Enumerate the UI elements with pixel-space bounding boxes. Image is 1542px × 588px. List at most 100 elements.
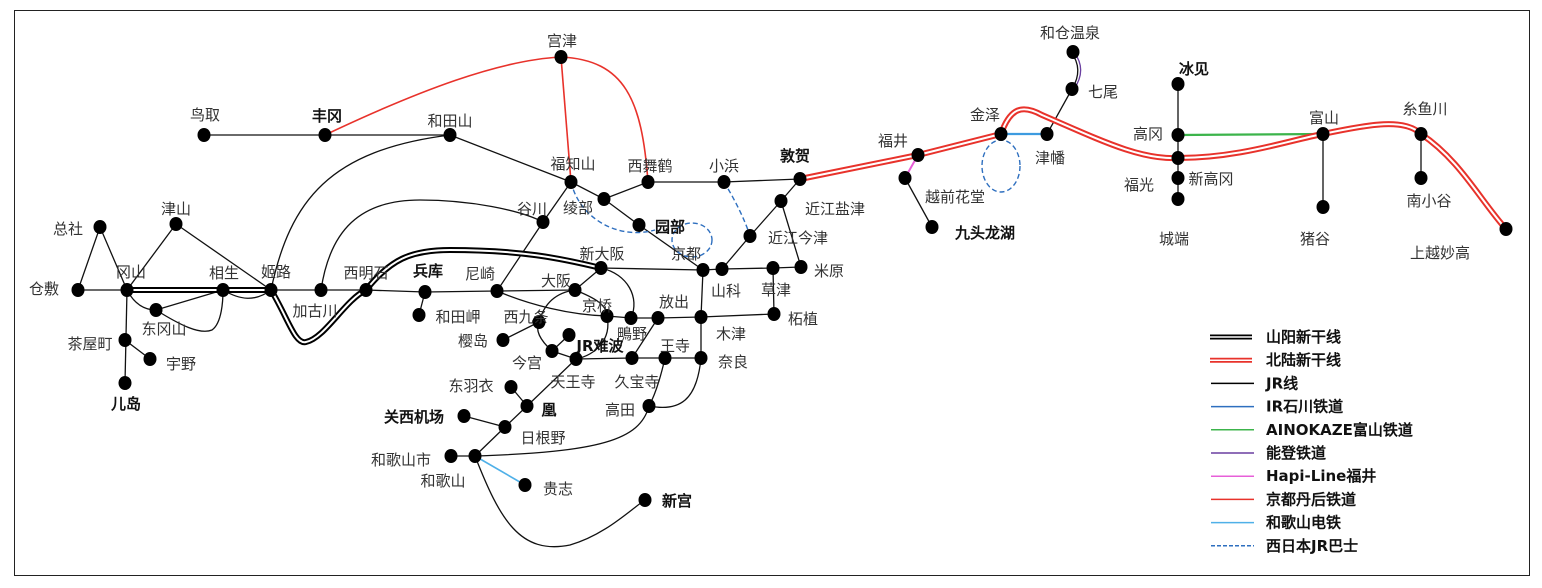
station-sakurajima[interactable]: 樱岛 [458, 332, 510, 350]
station-nishikujo[interactable]: 西九条 [503, 308, 549, 329]
station-dot[interactable] [625, 351, 639, 365]
station-obama[interactable]: 小浜 [709, 157, 739, 189]
station-tanigawa[interactable]: 谷川 [517, 200, 550, 229]
station-nanao[interactable]: 七尾 [1065, 82, 1119, 101]
station-dot[interactable] [651, 311, 665, 325]
station-dot[interactable] [143, 352, 157, 366]
station-higashiokayama[interactable]: 东冈山 [141, 303, 187, 338]
station-kyuhoji[interactable]: 久宝寺 [614, 351, 660, 391]
station-kurashiki[interactable]: 仓敷 [29, 280, 85, 298]
station-dot[interactable] [496, 333, 510, 347]
station-jrnamba[interactable]: JR难波 [562, 328, 625, 355]
station-dot[interactable] [715, 262, 729, 276]
station-tsuge[interactable]: 柘植 [767, 307, 819, 328]
station-miyazu[interactable]: 宫津 [547, 32, 577, 64]
station-wakayama[interactable]: 和歌山 [420, 449, 482, 490]
station-dot[interactable] [774, 194, 788, 208]
station-dot[interactable] [767, 307, 781, 321]
station-hanaten[interactable]: 放出 [651, 293, 690, 325]
station-dot[interactable] [911, 148, 925, 162]
station-dot[interactable] [545, 344, 559, 358]
station-dot[interactable] [600, 309, 614, 323]
station-dot[interactable] [1040, 127, 1054, 141]
station-dot[interactable] [468, 449, 482, 463]
station-sonobe[interactable]: 园部 [632, 218, 686, 236]
station-dot[interactable] [120, 283, 134, 297]
station-dot[interactable] [1171, 192, 1185, 206]
station-dot[interactable] [216, 283, 230, 297]
station-dot[interactable] [318, 128, 332, 142]
station-yamashina[interactable]: 山科 [711, 262, 741, 300]
station-fukuchiyama[interactable]: 福知山 [550, 155, 596, 189]
station-dot[interactable] [569, 352, 583, 366]
station-fukui[interactable]: 福井 [878, 132, 925, 162]
station-dot[interactable] [520, 399, 534, 413]
station-echizenhanando[interactable]: 越前花堂 [898, 171, 986, 206]
station-dot[interactable] [642, 399, 656, 413]
station-shigino[interactable]: 鴫野 [617, 311, 647, 343]
station-dot[interactable] [443, 128, 457, 142]
station-dot[interactable] [564, 175, 578, 189]
station-tottori[interactable]: 鸟取 [190, 106, 220, 142]
station-osaka[interactable]: 大阪 [541, 272, 582, 297]
station-dot[interactable] [314, 283, 328, 297]
station-omiimazu[interactable]: 近江今津 [743, 229, 829, 247]
station-dot[interactable] [794, 260, 808, 274]
station-dot[interactable] [632, 218, 646, 232]
station-amagasaki[interactable]: 尼崎 [465, 265, 504, 298]
station-joetsumyoko[interactable]: 上越妙高 [1410, 222, 1513, 262]
station-dot[interactable] [925, 220, 939, 234]
station-wadayama[interactable]: 和田山 [427, 112, 473, 142]
station-kishi[interactable]: 贵志 [518, 478, 574, 498]
station-dot[interactable] [93, 220, 107, 234]
station-fukumitsu[interactable]: 福光 [1124, 171, 1185, 194]
station-dot[interactable] [1171, 151, 1185, 165]
station-kakogawa[interactable]: 加古川 [292, 283, 338, 320]
station-dot[interactable] [149, 303, 163, 317]
station-shingu[interactable]: 新宫 [638, 492, 693, 510]
station-dot[interactable] [532, 315, 546, 329]
station-dot[interactable] [624, 311, 638, 325]
station-tennoji[interactable]: 天王寺 [550, 352, 596, 391]
station-nara[interactable]: 奈良 [694, 351, 749, 371]
station-aioi[interactable]: 相生 [209, 264, 239, 297]
station-dot[interactable] [197, 128, 211, 142]
station-himi[interactable]: 冰见 [1171, 60, 1210, 91]
station-ayabe[interactable]: 绫部 [563, 192, 611, 217]
station-dot[interactable] [1171, 128, 1185, 142]
station-dot[interactable] [743, 229, 757, 243]
station-shintakaoka[interactable]: 新高冈 [1171, 151, 1234, 188]
station-johana[interactable]: 城端 [1159, 192, 1189, 248]
station-hineno[interactable]: 日根野 [498, 420, 566, 447]
station-kyobashi[interactable]: 京桥 [582, 297, 614, 323]
station-dot[interactable] [418, 285, 432, 299]
station-minamiotari[interactable]: 南小谷 [1406, 171, 1452, 210]
station-nishimaizuru[interactable]: 西舞鹤 [627, 157, 673, 189]
station-dot[interactable] [1171, 171, 1185, 185]
station-dot[interactable] [594, 261, 608, 275]
station-kojima[interactable]: 儿岛 [110, 376, 141, 413]
station-dot[interactable] [994, 127, 1008, 141]
station-higashihagoromo[interactable]: 东羽衣 [448, 377, 518, 395]
station-dot[interactable] [359, 283, 373, 297]
station-takada[interactable]: 高田 [605, 399, 656, 419]
station-dot[interactable] [536, 215, 550, 229]
station-dot[interactable] [898, 171, 912, 185]
station-omishiotsu[interactable]: 近江盐津 [774, 194, 866, 218]
station-nishiakashi[interactable]: 西明石 [343, 264, 389, 297]
station-dot[interactable] [638, 493, 652, 507]
station-kanazawa[interactable]: 金泽 [970, 106, 1008, 141]
station-dot[interactable] [1499, 222, 1513, 236]
station-dot[interactable] [1171, 77, 1185, 91]
station-dot[interactable] [264, 283, 278, 297]
station-dot[interactable] [1065, 82, 1079, 96]
station-wadamisaki[interactable]: 和田岬 [412, 308, 481, 326]
station-kyoto[interactable]: 京都 [671, 245, 710, 277]
station-toyama[interactable]: 富山 [1309, 109, 1339, 141]
station-dot[interactable] [412, 308, 426, 322]
station-dot[interactable] [696, 263, 710, 277]
station-dot[interactable] [444, 449, 458, 463]
station-dot[interactable] [1414, 171, 1428, 185]
station-kizu[interactable]: 木津 [694, 310, 747, 343]
station-otori[interactable]: 凰 [520, 399, 557, 419]
